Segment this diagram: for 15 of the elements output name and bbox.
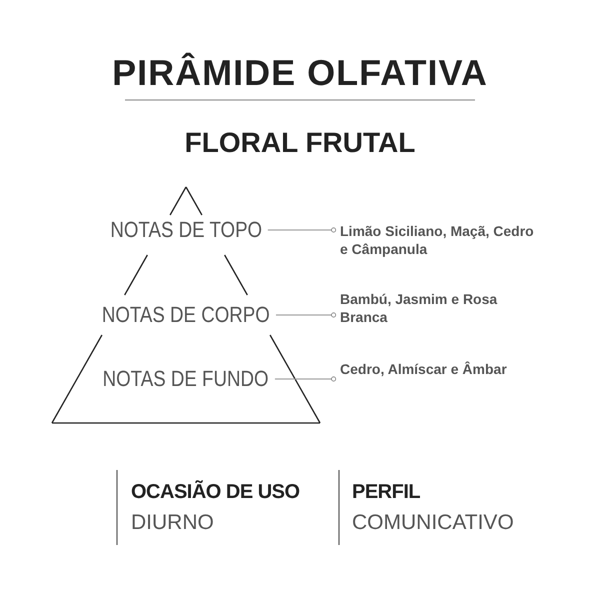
leader-line	[267, 228, 336, 232]
level-label: NOTAS DE FUNDO	[103, 366, 269, 392]
note-text: Bambú, Jasmim e Rosa Branca	[340, 290, 535, 326]
subtitle: FLORAL FRUTAL	[184, 127, 416, 159]
section-value: COMUNICATIVO	[352, 511, 514, 535]
section-value: DIURNO	[131, 511, 214, 535]
level-label: NOTAS DE CORPO	[102, 302, 270, 328]
title: PIRÂMIDE OLFATIVA	[111, 52, 489, 94]
leader-line	[274, 376, 336, 382]
note-text: Cedro, Almíscar e Âmbar	[340, 360, 535, 378]
level-label: NOTAS DE TOPO	[110, 217, 262, 243]
section-heading: OCASIÃO DE USO	[131, 481, 300, 504]
note-text: Limão Siciliano, Maçã, Cedro e Câmpanula	[340, 222, 535, 258]
leader-line	[275, 312, 336, 318]
section-heading: PERFIL	[352, 481, 420, 504]
